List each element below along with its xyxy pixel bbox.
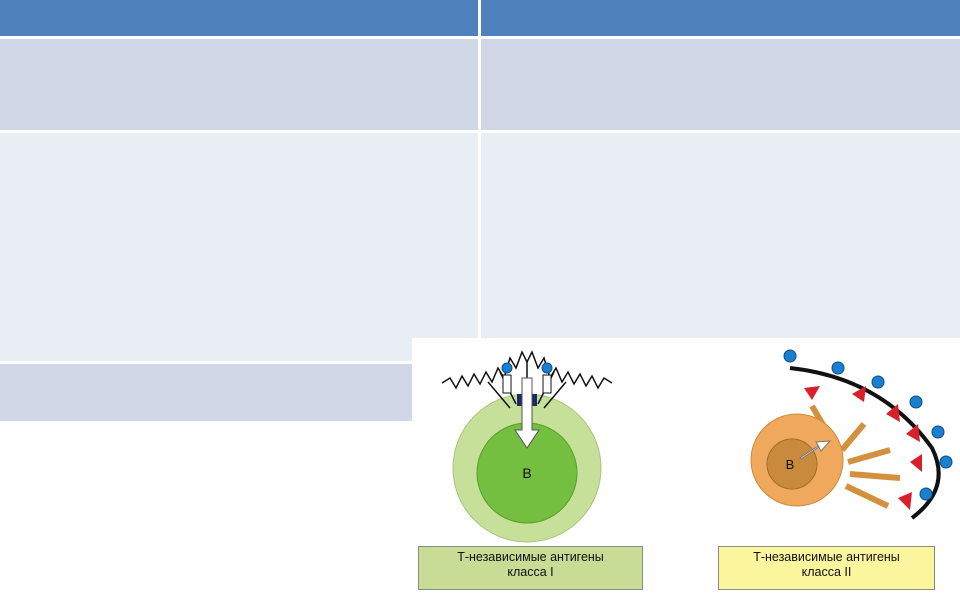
class1-cell-letter: B xyxy=(522,465,531,481)
table-row-1-cell-1 xyxy=(0,39,478,130)
table-row-1-cell-2 xyxy=(481,39,960,130)
class2-caption-line1: Т-независимые антигены xyxy=(753,550,900,564)
table-row-2-cell-2 xyxy=(481,133,960,338)
class2-nucleus xyxy=(766,438,818,490)
table-row-3-cell-1 xyxy=(0,364,412,421)
class2-antigen-blue-epitopes xyxy=(783,349,953,501)
antigen-diagram-svg: B xyxy=(441,349,953,543)
class2-cell-letter: B xyxy=(786,457,795,472)
table-header-cell-2 xyxy=(481,0,960,36)
class2-signal-arrow xyxy=(799,440,832,460)
table-header-cell-1 xyxy=(0,0,478,36)
class1-caption: Т-независимые антигены класса I xyxy=(418,546,643,590)
class1-caption-line2: класса I xyxy=(507,565,554,579)
class2-caption: Т-независимые антигены класса II xyxy=(718,546,935,590)
table-row-2-cell-1 xyxy=(0,133,478,361)
class2-cell: B xyxy=(750,413,844,507)
class1-caption-line1: Т-независимые антигены xyxy=(457,550,604,564)
class2-antigen-red-epitopes xyxy=(804,386,922,510)
class2-antigen-chain xyxy=(789,366,941,520)
class1-b-cell: B xyxy=(452,393,602,543)
class1-signal-arrow xyxy=(514,377,540,449)
antigen-diagram: B xyxy=(412,338,960,593)
class2-caption-line2: класса II xyxy=(801,565,852,579)
